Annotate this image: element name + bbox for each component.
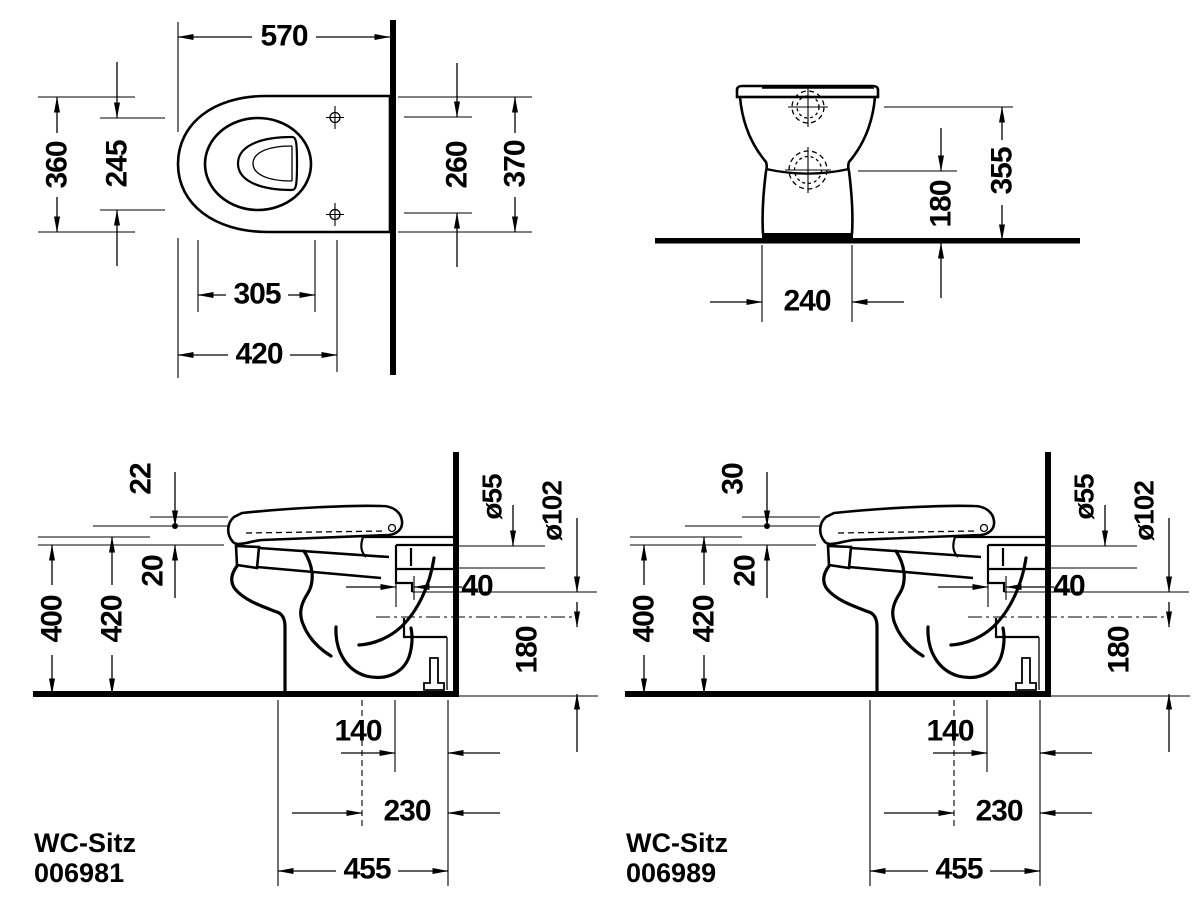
sidea-dim-outlet-height: 180 [511, 626, 544, 673]
sideb-dim-depth: 455 [935, 853, 982, 886]
plan-dim-hole-distance: 420 [235, 338, 282, 371]
sidea-dim-seat-step: 20 [137, 555, 170, 587]
sideb-dim-outlet-center: 230 [975, 795, 1022, 828]
mounting-hole-bottom [326, 203, 344, 226]
plan-dim-body-width: 360 [41, 141, 74, 188]
sidea-dim-lid-step: 22 [125, 463, 158, 495]
sideb-dim-outlet-height: 180 [1103, 626, 1136, 673]
inlet-circle [788, 87, 828, 127]
side-view-006989: 30 20 400 420 ø55 ø102 40 180 140 230 45… [625, 452, 1190, 888]
plan-dim-hole-spacing: 260 [441, 141, 474, 188]
sidea-product-number: 006981 [34, 858, 124, 888]
sidea-dim-seat-height: 420 [96, 595, 129, 642]
seat-opening [203, 116, 313, 212]
sideb-product-number: 006989 [626, 858, 716, 888]
sideb-dim-outlet-spacing: 140 [926, 715, 973, 748]
plan-dim-length: 570 [260, 20, 307, 53]
sideb-dim-outlet-diameter: ø55 [1069, 474, 1100, 520]
flush-rim-outer [236, 135, 299, 192]
plan-dim-overall-width: 370 [499, 140, 532, 187]
flush-rim-inner [252, 145, 293, 182]
sideb-dim-seat-height: 420 [688, 595, 721, 642]
plan-dim-seat-opening-width: 245 [101, 140, 134, 187]
sidea-dim-depth: 455 [343, 853, 390, 886]
sideb-dim-lid-step: 30 [717, 463, 750, 495]
sidea-product-label: WC-Sitz [34, 828, 136, 858]
sidea-dim-outlet-offset: 40 [461, 570, 493, 603]
plan-view: 570 360 245 260 370 305 420 [38, 20, 532, 378]
front-dim-base-width: 240 [783, 285, 830, 318]
sidea-dim-rim-height: 400 [36, 595, 69, 642]
pan-outline-plan [176, 94, 392, 234]
front-view: 355 180 240 [655, 84, 1080, 322]
sideb-dim-rim-height: 400 [628, 595, 661, 642]
side-view-006981: 22 20 400 420 ø55 ø102 40 180 140 230 45… [33, 452, 598, 888]
sideb-dim-seat-step: 20 [729, 555, 762, 587]
mounting-hole-top [326, 106, 344, 129]
plan-dim-bowl-inner-length: 305 [233, 278, 280, 311]
floor-line [655, 238, 1080, 244]
wall-section [390, 20, 396, 375]
front-dim-outlet-center-height: 180 [925, 180, 958, 227]
sideb-product-label: WC-Sitz [626, 828, 728, 858]
front-dim-total-height: 355 [986, 147, 1019, 194]
sidea-dim-outlet-center: 230 [383, 795, 430, 828]
outlet-circle [785, 147, 831, 193]
sidea-dim-flange-diameter: ø102 [537, 481, 568, 541]
sidea-dim-outlet-diameter: ø55 [477, 474, 508, 520]
sideb-dim-outlet-offset: 40 [1053, 570, 1085, 603]
sidea-dim-outlet-spacing: 140 [334, 715, 381, 748]
sideb-dim-flange-diameter: ø102 [1129, 481, 1160, 541]
